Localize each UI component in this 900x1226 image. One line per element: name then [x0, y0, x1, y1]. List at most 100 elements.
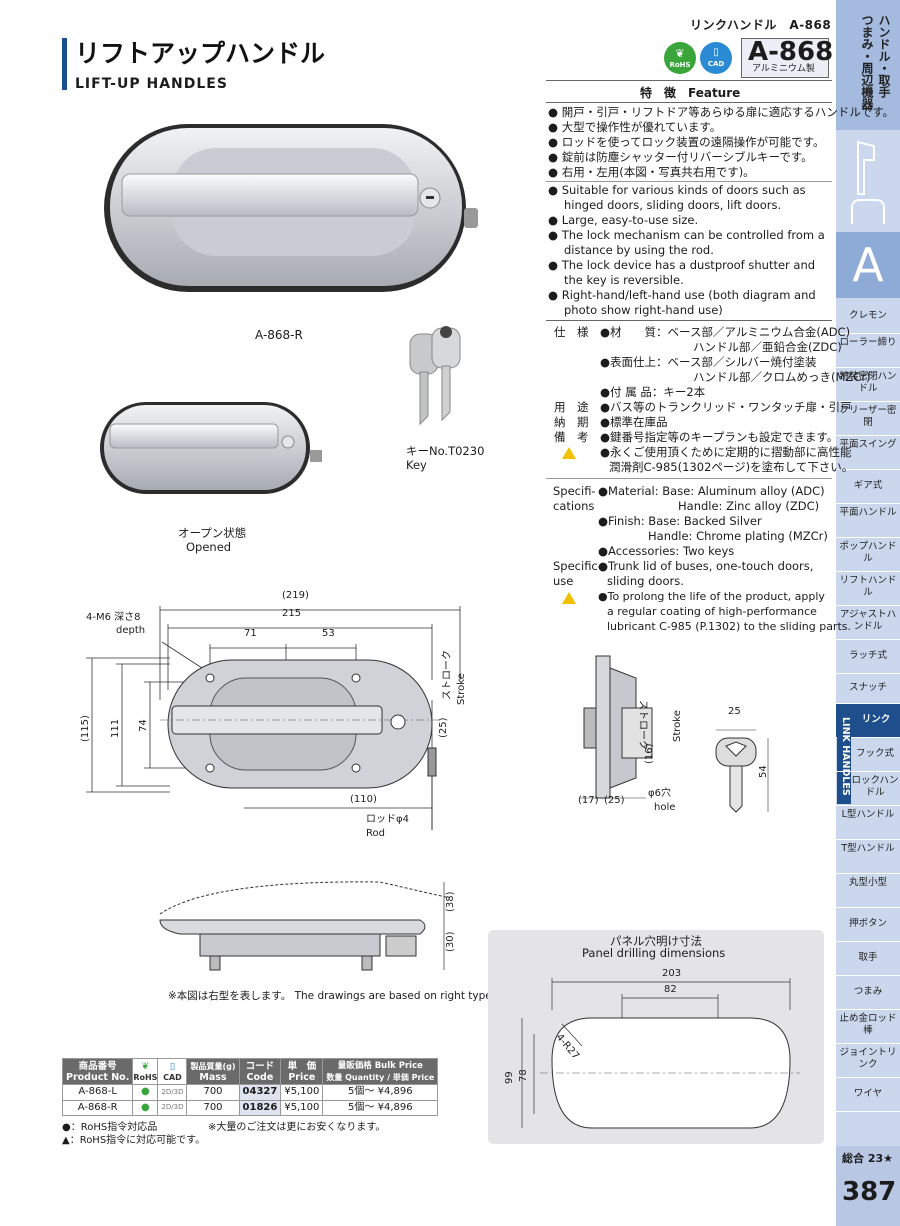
sidebar-item-snatch[interactable]: スナッチ	[836, 674, 900, 704]
page-number: 387	[842, 1177, 897, 1207]
cad-cell: 2D/3D	[157, 1099, 188, 1116]
document-icon: ▯	[713, 47, 719, 59]
panel-title-jp: パネル穴明け寸法	[610, 934, 702, 948]
product-code: A-868	[748, 37, 834, 67]
feature-jp-4: ● 錠前は防塵シャッター付リバーシブルキーです。	[548, 150, 813, 164]
dim-17: (17)	[578, 795, 599, 806]
sidebar-item-cremone[interactable]: クレモン	[836, 300, 900, 334]
bulk-note: ※大量のご注文は更にお安くなります。	[208, 1122, 386, 1133]
sidebar-item-lift[interactable]: リフトハンドル	[836, 572, 900, 606]
feature-rule	[546, 102, 832, 103]
sidebar-item-joint[interactable]: ジョイントリンク	[836, 1044, 900, 1078]
spec-finish: ●表面仕上：ベース部／シルバー焼付塗装	[600, 355, 817, 369]
spec-divider	[546, 478, 832, 479]
sidebar-item-gear[interactable]: ギア式	[836, 470, 900, 504]
mass-cell: 700	[186, 1099, 240, 1116]
sidebar-item-round[interactable]: 丸型小型	[836, 874, 900, 908]
cad-badge: ▯ CAD	[700, 42, 732, 74]
feature-rule-top	[546, 80, 832, 81]
sidebar-category: ハンドル・取手 つまみ・周辺機器	[860, 14, 891, 110]
feature-en-5: ● Right-hand/left-hand use (both diagram…	[548, 288, 816, 302]
notes-label: 備 考	[554, 430, 589, 444]
section-drawing	[580, 655, 653, 799]
stroke-label-jp: ストローク	[442, 650, 453, 700]
opened-caption-jp: オープン状態	[178, 526, 247, 540]
spec-finish-2: ハンドル部／クロムめっき(MZCr)	[693, 370, 871, 384]
sidebar-item-pull[interactable]: 取手	[836, 942, 900, 976]
panel-dim-82: 82	[664, 984, 677, 995]
rohs-dot: ●	[132, 1084, 159, 1101]
title-accent-bar	[62, 38, 67, 90]
bulk-cell: 5個～ ¥4,896	[322, 1099, 439, 1116]
sidebar-item-pushbutton[interactable]: 押ボタン	[836, 908, 900, 942]
sidebar-footer	[836, 1146, 900, 1226]
feature-jp-3: ● ロッドを使ってロック装置の遠隔操作が可能です。	[548, 135, 825, 149]
document-icon: ▯	[169, 1060, 176, 1072]
panel-dim-99: 99	[504, 1071, 515, 1084]
table-row: A-868-L ● 2D/3D 700 04327 ¥5,100 5個～ ¥4,…	[61, 1084, 439, 1101]
feature-en-1b: hinged doors, sliding doors, lift doors.	[564, 198, 782, 212]
rohs-badge: ❦ RoHS	[664, 42, 696, 74]
feature-en-4b: the key is reversible.	[564, 273, 684, 287]
dim-53: 53	[322, 628, 335, 639]
col-mass: 製品質量(g)Mass	[186, 1058, 240, 1085]
spec-accessory-en: ●Accessories: Two keys	[598, 544, 735, 558]
delivery-label: 納 期	[554, 415, 589, 429]
spec-note-en-2: a regular coating of high-performance	[607, 605, 817, 618]
price-cell: ¥5,100	[280, 1084, 324, 1101]
spec-use-en: ●Trunk lid of buses, one-touch doors,	[598, 559, 814, 573]
sidebar-item-rod[interactable]: 止め金ロッド棒	[836, 1010, 900, 1044]
spec-notes-3: 潤滑剤C-985(1302ページ)を塗布して下さい。	[609, 460, 854, 474]
rohs-dot: ●	[132, 1099, 159, 1116]
sidebar-item-latch[interactable]: ラッチ式	[836, 640, 900, 674]
sidebar-item-roller[interactable]: ローラー締り	[836, 334, 900, 368]
sidebar-item-pop[interactable]: ポップハンドル	[836, 538, 900, 572]
stroke-label-en: Stroke	[456, 673, 467, 705]
spec-material-2: ハンドル部／亜鉛合金(ZDC)	[693, 340, 842, 354]
sidebar-item-adjust[interactable]: アジャストハンドル	[836, 606, 900, 640]
sidebar-item-freezer[interactable]: フリーザー密閉	[836, 402, 900, 436]
mass-cell: 700	[186, 1084, 240, 1101]
dim-25: (25)	[438, 717, 449, 738]
front-drawing	[86, 606, 461, 830]
key-dim-54: 54	[758, 765, 769, 778]
spec-note-en-3: lubricant C-985 (P.1302) to the sliding …	[607, 620, 851, 633]
sidebar-item-l-type[interactable]: L型ハンドル	[836, 806, 900, 840]
spec-use-en-2: sliding doors.	[607, 574, 684, 588]
sidebar-item-knob[interactable]: つまみ	[836, 976, 900, 1010]
hole-label-jp: φ6穴	[648, 788, 671, 799]
product-photo-main	[104, 124, 478, 292]
use-label: 用 途	[554, 400, 589, 414]
spec-note-en-1: ●To prolong the life of the product, app…	[598, 590, 825, 603]
sidebar-item-sealed[interactable]: 特装密閉ハンドル	[836, 368, 900, 402]
section-stroke-en: Stroke	[672, 710, 683, 742]
spec-finish-en-2: Handle: Chrome plating (MZCr)	[648, 529, 828, 543]
spec-material: ●材 質：ベース部／アルミニウム合金(ADC)	[600, 325, 851, 339]
legend-rohs-possible: ▲：RoHS指令に対応可能です。	[62, 1135, 206, 1146]
spec-rule	[546, 320, 832, 321]
sidebar-item-t-type[interactable]: T型ハンドル	[836, 840, 900, 874]
sidebar-item-hook[interactable]: フック式	[836, 738, 900, 772]
spec-label-en: Specifi- cations	[553, 484, 596, 513]
page-title: リフトアップハンドル	[75, 39, 326, 68]
sidebar-vertical-label: LINK HANDLES	[837, 708, 851, 804]
dim-115: (115)	[80, 715, 91, 742]
thread-spec-en: depth	[116, 625, 146, 636]
sidebar-item-flat[interactable]: 平面ハンドル	[836, 504, 900, 538]
col-cad: ▯CAD	[157, 1058, 188, 1085]
warning-icon	[562, 447, 576, 463]
spec-notes-2: ●永くご使用頂くために定期的に摺動部に高性能	[600, 445, 852, 459]
bulk-cell: 5個～ ¥4,896	[322, 1084, 439, 1101]
sidebar-item-swing[interactable]: 平面スイング	[836, 436, 900, 470]
key-drawing	[715, 729, 769, 813]
spec-finish-en: ●Finish: Base: Backed Silver	[598, 514, 762, 528]
table-row: A-868-R ● 2D/3D 700 01826 ¥5,100 5個～ ¥4,…	[61, 1099, 439, 1116]
sidebar-item-lock[interactable]: ロックハンドル	[836, 772, 900, 806]
side-drawing	[159, 881, 450, 971]
feature-jp-5: ● 右用・左用(本図・写真共右用です)。	[548, 165, 755, 179]
code-cell: 01826	[238, 1099, 282, 1116]
dim-74: 74	[138, 719, 149, 732]
dim-38: (38)	[445, 891, 456, 912]
sidebar-item-wire[interactable]: ワイヤ	[836, 1078, 900, 1112]
key-photo	[409, 326, 461, 426]
